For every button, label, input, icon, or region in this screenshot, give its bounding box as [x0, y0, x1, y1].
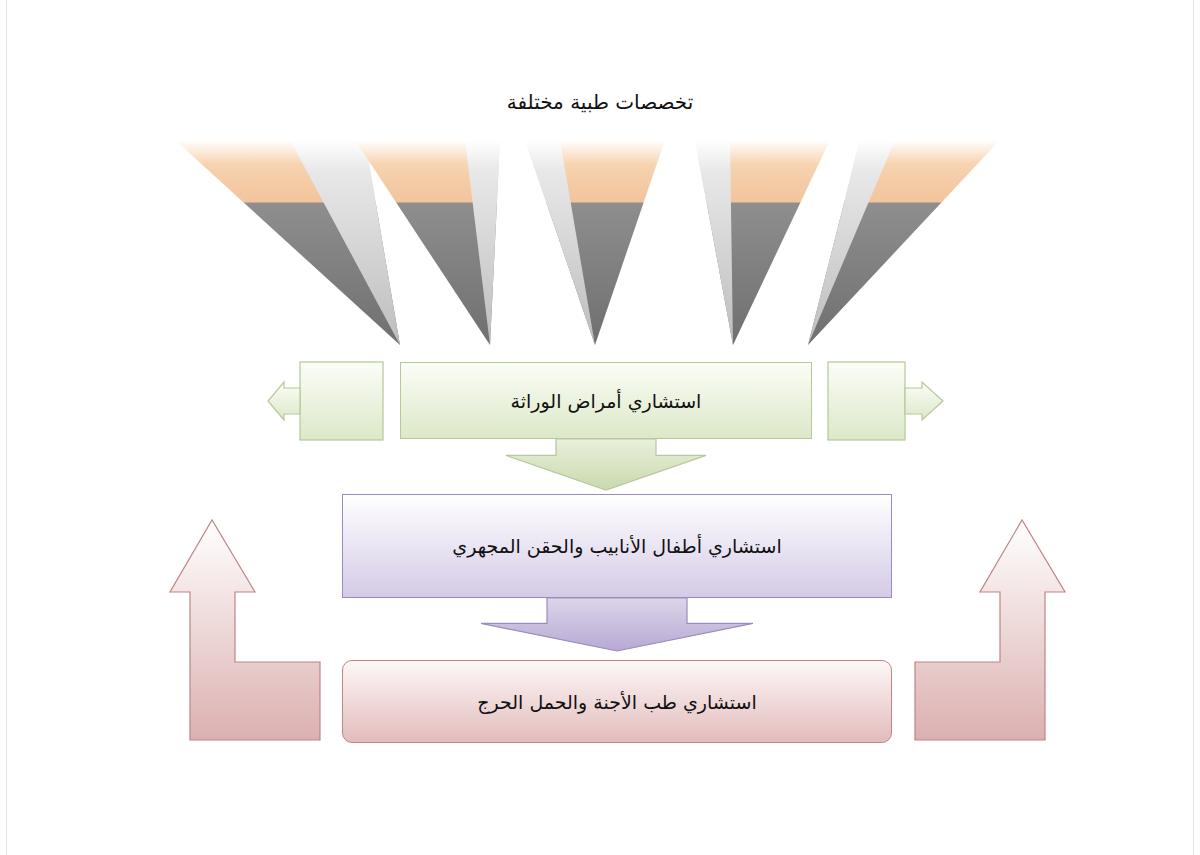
side-arrows — [268, 362, 943, 440]
specialist-box: استشاري أمراض الوراثة — [400, 362, 812, 439]
box-label: استشاري أطفال الأنابيب والحقن المجهري — [452, 535, 781, 557]
flow-arrow — [481, 598, 753, 651]
up-arrows — [170, 520, 1065, 740]
title-text: تخصصات طبية مختلفة — [507, 90, 694, 114]
box-label: استشاري طب الأجنة والحمل الحرج — [477, 691, 756, 713]
box-label: استشاري أمراض الوراثة — [511, 390, 702, 412]
specialist-box: استشاري طب الأجنة والحمل الحرج — [342, 660, 892, 743]
specialty-triangles — [175, 140, 1000, 345]
flow-arrow — [506, 439, 706, 490]
diagram-title: تخصصات طبية مختلفة — [0, 90, 1200, 114]
specialist-box: استشاري أطفال الأنابيب والحقن المجهري — [342, 494, 892, 598]
